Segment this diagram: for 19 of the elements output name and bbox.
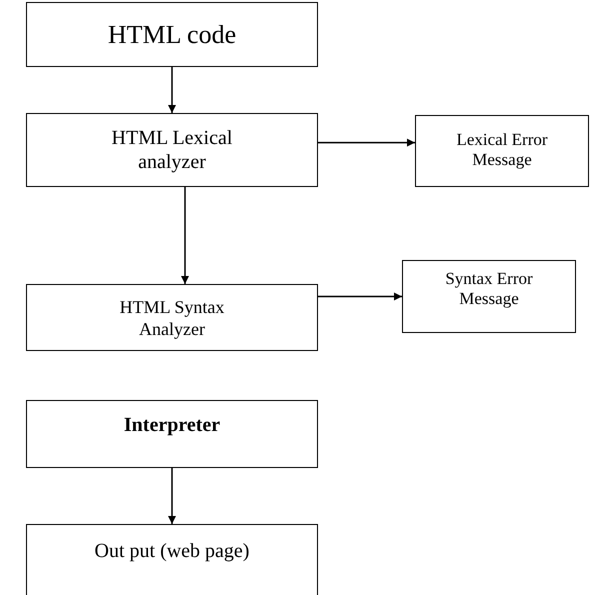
arrow (168, 67, 176, 113)
process-box (26, 524, 318, 595)
box-label: HTML Lexical analyzer (110, 126, 234, 174)
box-label: Out put (web page) (94, 539, 250, 563)
process-box (26, 2, 318, 67)
box-label: Lexical Error Message (455, 130, 549, 171)
process-box (402, 260, 576, 333)
box-label: HTML Syntax Analyzer (118, 297, 226, 340)
arrow (181, 187, 189, 284)
process-box (26, 400, 318, 468)
arrow (318, 292, 402, 300)
process-box (415, 115, 589, 187)
process-box (26, 284, 318, 351)
box-label: Interpreter (124, 413, 220, 437)
box-label: HTML code (108, 19, 236, 50)
process-box (26, 113, 318, 187)
box-label: Syntax Error Message (444, 269, 534, 310)
arrow (168, 468, 176, 524)
arrow (318, 138, 415, 147)
